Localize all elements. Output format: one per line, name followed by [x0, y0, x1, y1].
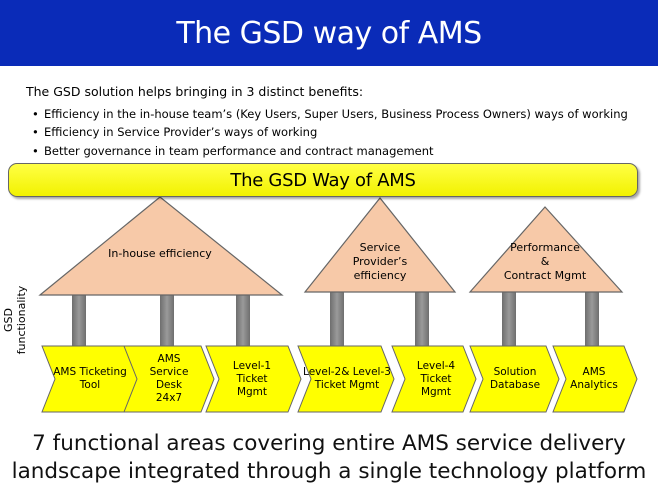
area-label: Level-1 Ticket Mgmt [232, 359, 272, 398]
pillar [330, 292, 344, 350]
area-label: Level-2& Level-3 Ticket Mgmt [303, 366, 391, 391]
chevron-service-desk [123, 345, 215, 413]
benefit-item: • Better governance in team performance a… [32, 142, 628, 160]
banner-title: The GSD Way of AMS [230, 169, 416, 191]
intro-text: The GSD solution helps bringing in 3 dis… [26, 84, 364, 99]
benefit-text: Efficiency in Service Provider’s ways of… [44, 125, 318, 140]
area-label: AMS Ticketing Tool [53, 366, 127, 391]
gsd-way-banner: The GSD Way of AMS [8, 163, 638, 197]
roof-inhouse [38, 196, 284, 296]
pillar [415, 292, 429, 350]
footer-line-2: landscape integrated through a single te… [11, 459, 647, 484]
pillar [160, 294, 174, 350]
roof-performance [468, 206, 624, 293]
area-label: AMS Analytics [570, 366, 618, 391]
pillar [585, 292, 599, 350]
gsd-functionality-label: GSD functionality [2, 285, 28, 355]
bullet-icon: • [32, 107, 39, 121]
roof-label-performance: Performance & Contract Mgmt [503, 241, 587, 282]
benefit-text: Better governance in team performance an… [44, 143, 434, 158]
roof-service-provider [303, 197, 457, 293]
chevron-level4 [391, 345, 477, 413]
pillar [502, 292, 516, 350]
area-label: Solution Database [489, 366, 541, 391]
pillar [236, 294, 250, 350]
chevron-analytics [552, 345, 638, 413]
chevron-solution-db [469, 345, 560, 413]
chevron-level23 [297, 345, 395, 413]
benefit-item: • Efficiency in the in-house team’s (Key … [32, 105, 628, 123]
chevron-level1 [205, 345, 302, 413]
roof-label-inhouse: In-house efficiency [108, 247, 212, 260]
area-label: Level-4 Ticket Mgmt [416, 359, 456, 398]
benefit-item: • Efficiency in Service Provider’s ways o… [32, 123, 628, 141]
area-label: AMS Service Desk 24x7 [149, 353, 189, 404]
bullet-icon: • [32, 143, 39, 158]
footer-line-1: 7 functional areas covering entire AMS s… [32, 431, 626, 456]
page-title: The GSD way of AMS [176, 15, 482, 51]
pillar [72, 294, 86, 350]
footer-statement: 7 functional areas covering entire AMS s… [0, 430, 658, 486]
title-bar: The GSD way of AMS [0, 0, 658, 66]
bullet-icon: • [32, 125, 39, 140]
roof-label-service-provider: Service Provider’s efficiency [352, 241, 408, 282]
benefit-list: • Efficiency in the in-house team’s (Key … [32, 105, 628, 160]
benefit-text: Efficiency in the in-house team’s (Key U… [44, 107, 628, 121]
